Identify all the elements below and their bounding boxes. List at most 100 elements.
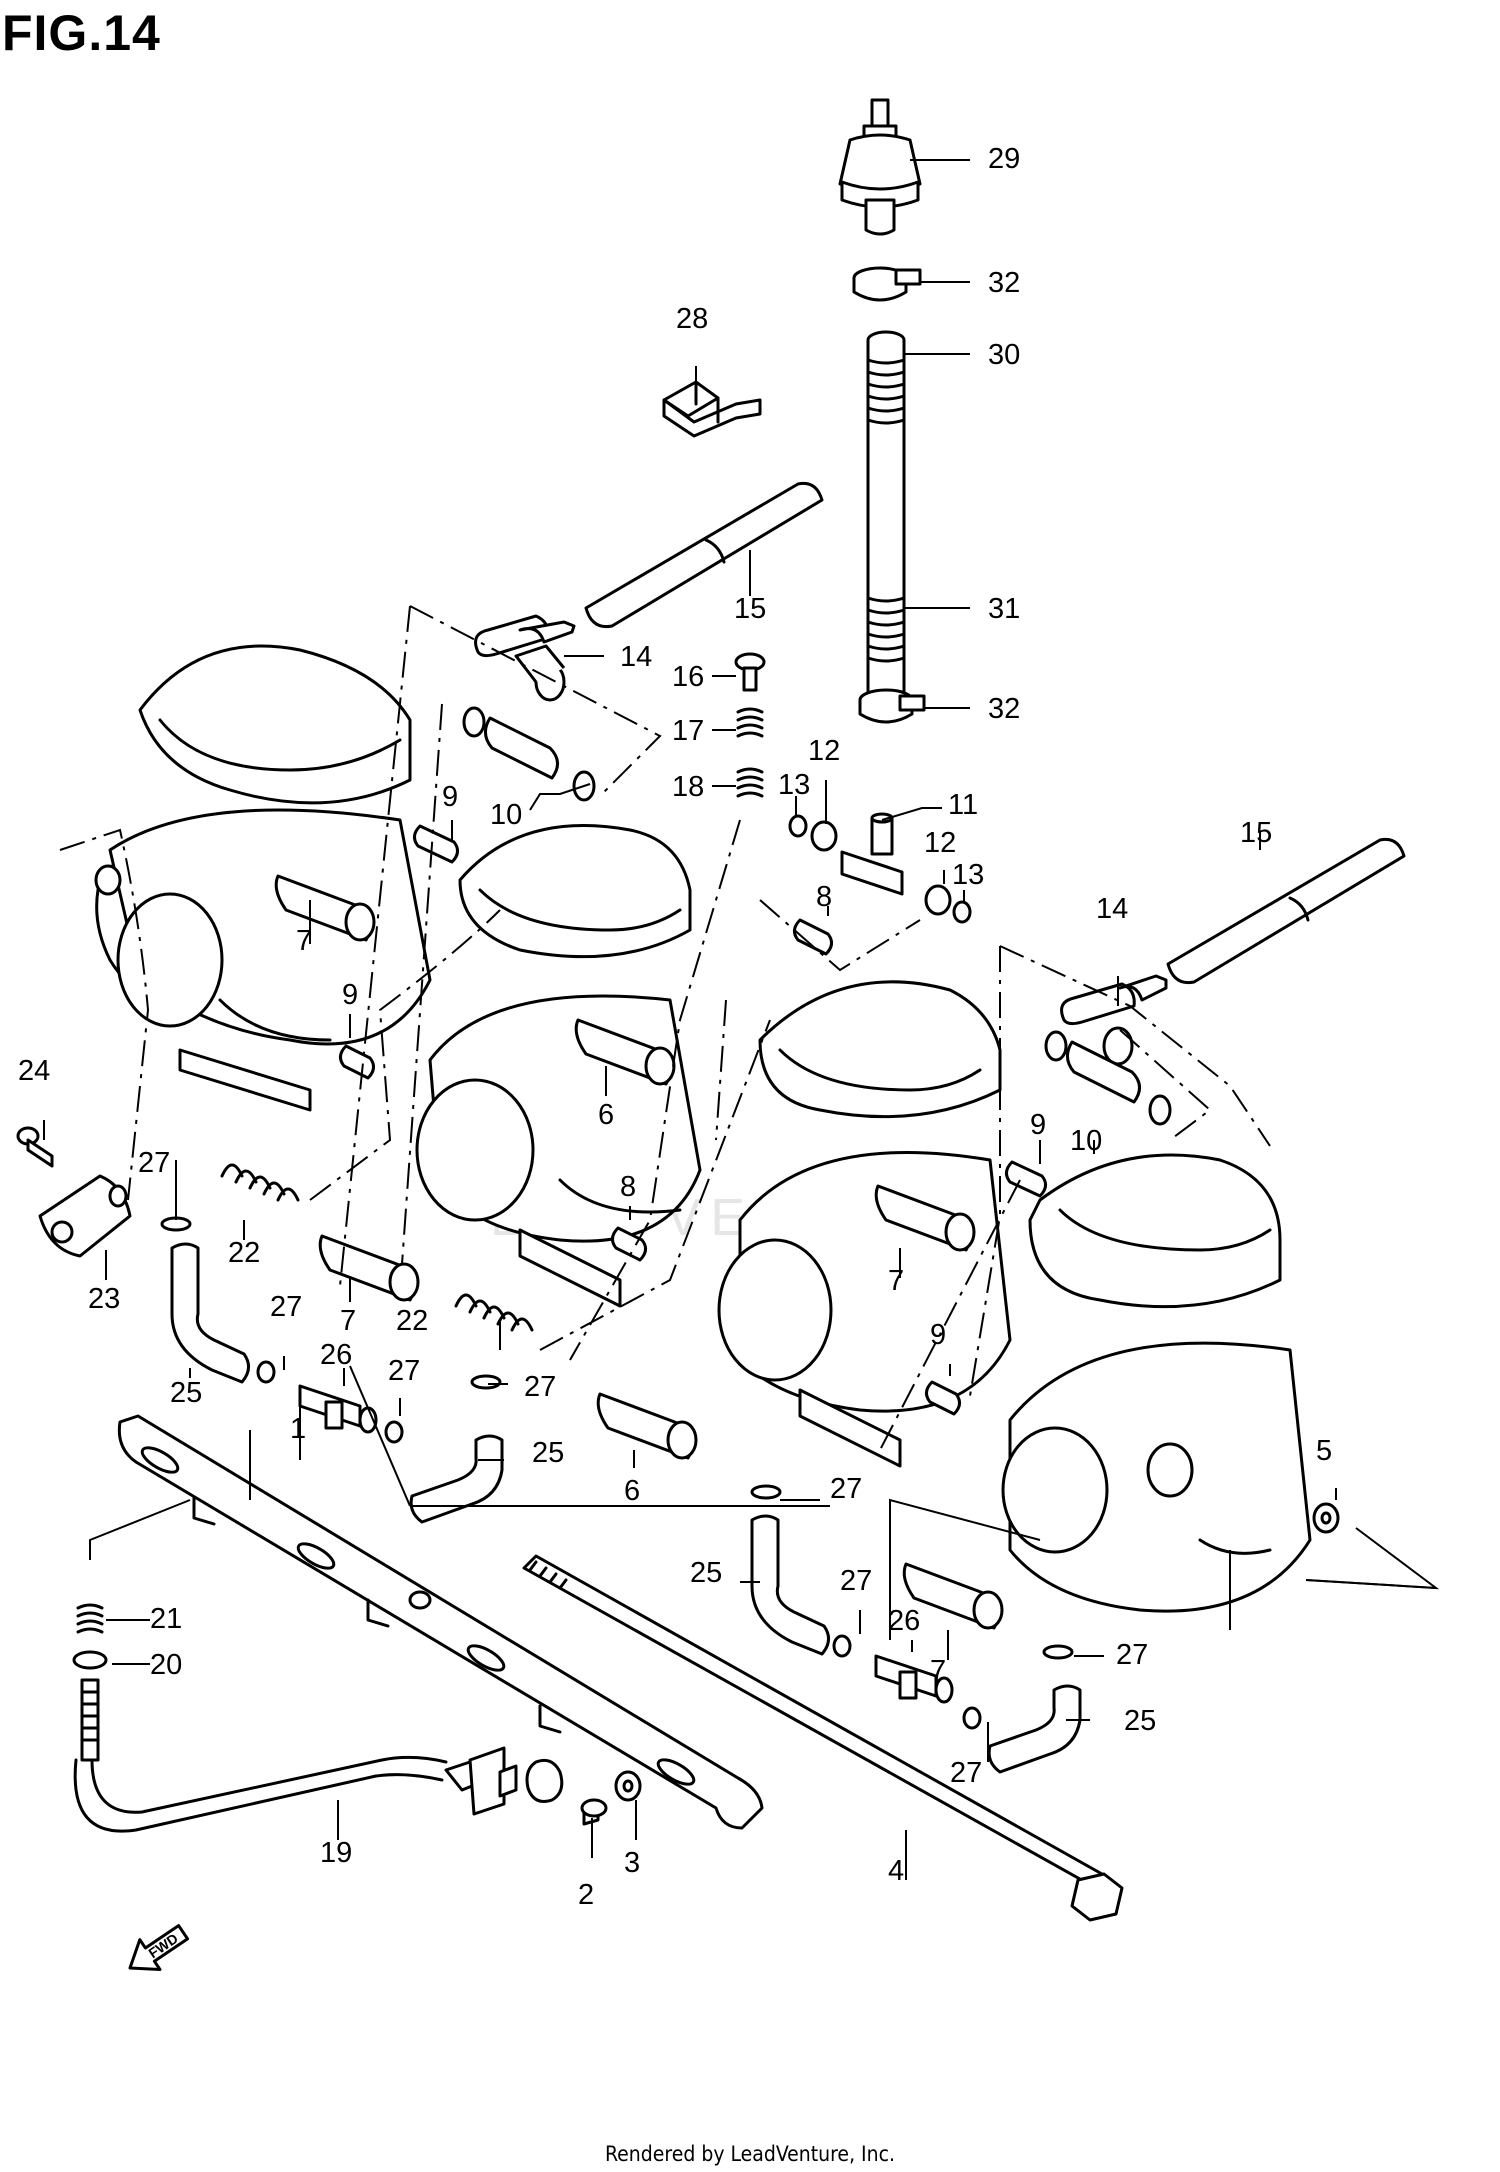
callout-1: 1 (290, 1413, 306, 1445)
callout-2: 2 (578, 1879, 594, 1911)
callout-25-a: 25 (170, 1377, 202, 1409)
callout-24: 24 (18, 1055, 50, 1087)
pipe-10b (1044, 1030, 1172, 1126)
throttle-position-sensor (38, 1174, 132, 1258)
callout-25-c: 25 (690, 1557, 722, 1589)
t-joint (840, 812, 904, 896)
callout-labels: 29 32 28 30 15 31 14 16 32 17 12 18 13 1… (18, 143, 1332, 1911)
spring-17 (736, 707, 764, 738)
hose-clamp-lower (858, 688, 926, 724)
callout-27-b: 27 (270, 1291, 302, 1323)
t-fitting-26a (298, 1384, 378, 1434)
callout-7-a: 7 (296, 925, 312, 957)
callout-13-left: 13 (778, 769, 810, 801)
callout-12-right: 12 (924, 827, 956, 859)
callout-27-f: 27 (840, 1565, 872, 1597)
fuel-filter (838, 98, 922, 236)
callout-27-d: 27 (524, 1371, 556, 1403)
spring-21 (76, 1603, 104, 1634)
clamp-27d (470, 1374, 502, 1390)
assembly-guide-lines (59, 605, 1271, 1451)
carburetor-4 (1001, 1153, 1312, 1613)
hose-25d (987, 1684, 1082, 1774)
callout-16: 16 (672, 661, 704, 693)
callout-25-b: 25 (532, 1437, 564, 1469)
carburetor-1 (94, 644, 432, 1112)
callout-6-a: 6 (598, 1099, 614, 1131)
callout-10-left: 10 (490, 799, 522, 831)
callout-11: 11 (948, 789, 978, 821)
clamp-27g (1042, 1644, 1074, 1660)
callout-26-b: 26 (888, 1605, 920, 1637)
callout-27-g: 27 (1116, 1639, 1148, 1671)
washer-5 (1312, 1502, 1340, 1534)
joint-pipe-6a (574, 1018, 676, 1086)
callout-19: 19 (320, 1837, 352, 1869)
callout-15-right: 15 (1240, 817, 1272, 849)
hose-clamp-upper (852, 266, 922, 302)
screw-2 (580, 1798, 608, 1826)
callout-9-a: 9 (442, 781, 458, 813)
callout-7-d: 7 (930, 1655, 946, 1687)
screw-24 (16, 1126, 54, 1168)
callout-13-right: 13 (952, 859, 984, 891)
joint-pipe-7a (274, 874, 376, 942)
pipe-9a (413, 824, 459, 864)
callout-4: 4 (888, 1855, 904, 1887)
callout-26-a: 26 (320, 1339, 352, 1371)
leader-lines (43, 159, 1440, 1880)
callout-27-h: 27 (950, 1757, 982, 1789)
vent-hose-upper-right (1060, 837, 1406, 1066)
footer-credit: Rendered by LeadVenture, Inc. (605, 2142, 895, 2166)
washer-3 (614, 1770, 642, 1802)
carburetor-plate (117, 1414, 764, 1830)
callout-14-right: 14 (1096, 893, 1128, 925)
callout-32-lower: 32 (988, 693, 1020, 725)
callout-3: 3 (624, 1847, 640, 1879)
screw-16 (734, 652, 766, 692)
callout-9-d: 9 (930, 1319, 946, 1351)
callout-21: 21 (150, 1603, 182, 1635)
idle-adjuster-cable (73, 1678, 564, 1833)
clamp-27f (832, 1634, 852, 1658)
callout-9-c: 9 (1030, 1109, 1046, 1141)
callout-7-c: 7 (340, 1305, 356, 1337)
spring-22b (454, 1293, 534, 1332)
callout-9-b: 9 (342, 979, 358, 1011)
clip (662, 380, 762, 438)
callout-15-left: 15 (734, 593, 766, 625)
spring-18 (736, 767, 764, 798)
spring-22a (220, 1163, 300, 1202)
callout-8-b: 8 (620, 1171, 636, 1203)
callout-8-a: 8 (816, 881, 832, 913)
callout-27-c: 27 (388, 1355, 420, 1387)
hose-25a (170, 1242, 250, 1384)
hose-25c (750, 1514, 830, 1656)
clamp-27e (750, 1484, 782, 1500)
callout-27-a: 27 (138, 1147, 170, 1179)
callout-28: 28 (676, 303, 708, 335)
carburetor-2 (415, 824, 702, 1308)
callout-27-e: 27 (830, 1473, 862, 1505)
clamp-27b (256, 1360, 276, 1384)
callout-30: 30 (988, 339, 1020, 371)
callout-29: 29 (988, 143, 1020, 175)
callout-25-d: 25 (1124, 1705, 1156, 1737)
callout-10-right: 10 (1070, 1125, 1102, 1157)
pipe-9b (339, 1044, 375, 1080)
washer-13-left (788, 814, 808, 838)
washer-13-right (952, 900, 972, 924)
pipe-10a (462, 706, 596, 802)
clamp-27h (962, 1706, 982, 1730)
callout-7-b: 7 (888, 1265, 904, 1297)
callout-22-b: 22 (396, 1305, 428, 1337)
callout-31: 31 (988, 593, 1020, 625)
callout-5: 5 (1316, 1435, 1332, 1467)
pipe-8a (793, 918, 833, 956)
callout-12-left: 12 (808, 735, 840, 767)
callout-22-a: 22 (228, 1237, 260, 1269)
pipe-9d (925, 1380, 961, 1416)
callout-23: 23 (88, 1283, 120, 1315)
